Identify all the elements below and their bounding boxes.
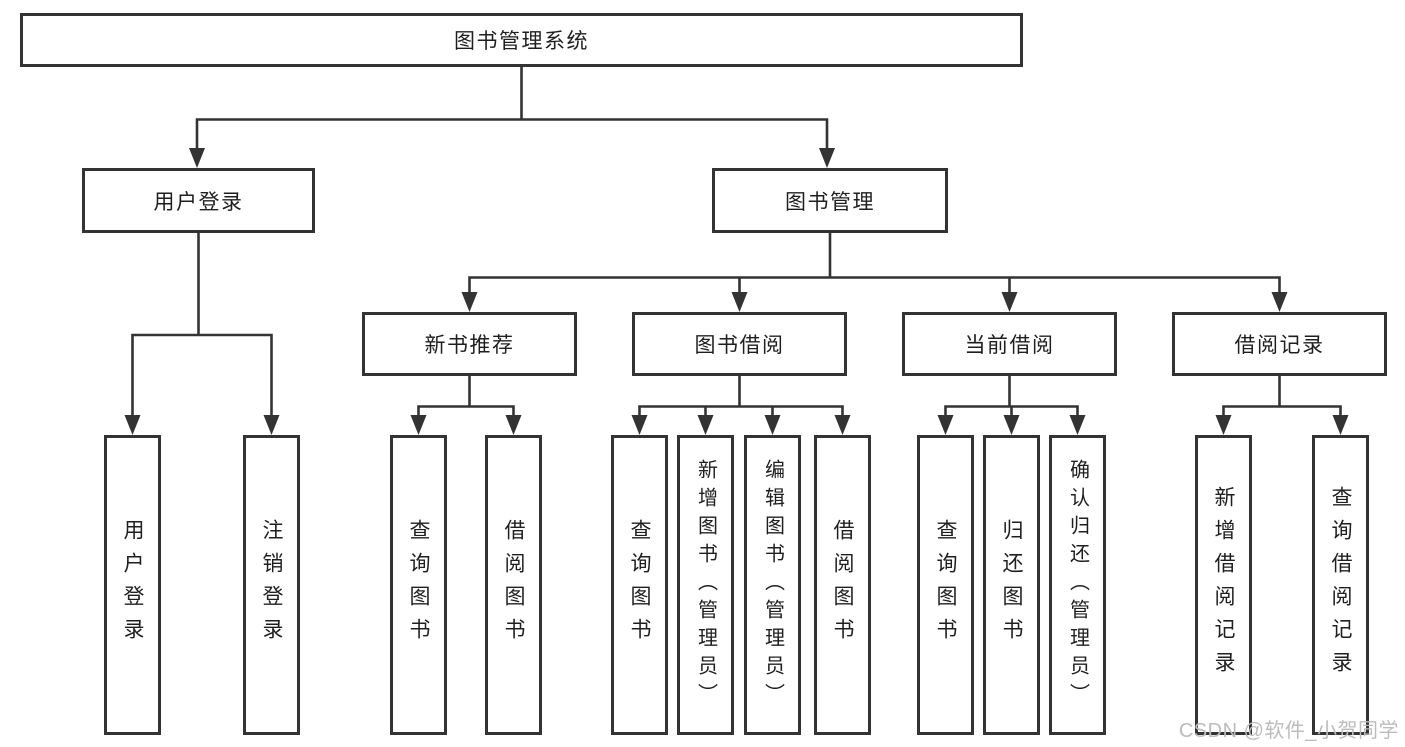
leaf-borrow-add-admin-label: 新增图书（管理员）	[694, 459, 717, 711]
connector-new-books-to-leaves	[410, 376, 522, 435]
leaf-current-query: 查询图书	[917, 435, 974, 735]
leaf-borrow-book-label: 借阅图书	[831, 519, 854, 651]
leaf-current-confirm-admin-label: 确认归还（管理员）	[1066, 459, 1089, 711]
arrowhead-icon	[937, 415, 954, 435]
node-book-mgmt-label: 图书管理	[785, 190, 875, 214]
arrowhead-icon	[461, 292, 478, 312]
connector-bar	[638, 405, 844, 420]
node-book-mgmt: 图书管理	[712, 168, 948, 233]
arrowhead-icon	[731, 292, 748, 312]
arrowhead-icon	[819, 148, 835, 168]
leaf-newbooks-query-label: 查询图书	[407, 519, 430, 651]
leaf-borrow-edit-admin-label: 编辑图书（管理员）	[761, 459, 784, 711]
arrowhead-icon	[505, 415, 522, 435]
arrowhead-icon	[1003, 415, 1020, 435]
csdn-watermark: CSDN @软件_小贺同学	[1178, 720, 1399, 742]
connector-bar	[417, 405, 515, 420]
leaf-newbooks-query: 查询图书	[390, 435, 447, 735]
leaf-current-return-label: 归还图书	[1000, 519, 1023, 651]
node-new-books: 新书推荐	[362, 312, 577, 376]
node-borrow-records-label: 借阅记录	[1234, 334, 1325, 357]
arrowhead-icon	[764, 415, 781, 435]
node-borrow-records: 借阅记录	[1172, 312, 1387, 376]
leaf-records-add: 新增借阅记录	[1195, 435, 1252, 735]
leaf-newbooks-borrow: 借阅图书	[485, 435, 542, 735]
leaf-borrow-book: 借阅图书	[814, 435, 871, 735]
node-new-books-label: 新书推荐	[424, 334, 515, 357]
leaf-records-query-label: 查询借阅记录	[1329, 486, 1352, 684]
leaf-logout: 注销登录	[243, 435, 300, 735]
node-root-label: 图书管理系统	[454, 30, 589, 53]
leaf-borrow-query: 查询图书	[611, 435, 668, 735]
node-book-borrow-label: 图书借阅	[694, 334, 785, 357]
leaf-borrow-edit-admin: 编辑图书（管理员）	[744, 435, 801, 735]
leaf-current-query-label: 查询图书	[934, 519, 957, 651]
node-user-login-label: 用户登录	[153, 190, 244, 214]
arrowhead-icon	[1069, 415, 1086, 435]
node-book-borrow: 图书借阅	[632, 312, 847, 376]
connector-book-borrow-to-leaves	[631, 376, 851, 435]
leaf-newbooks-borrow-label: 借阅图书	[502, 519, 525, 651]
leaf-current-confirm-admin: 确认归还（管理员）	[1049, 435, 1106, 735]
arrowhead-icon	[1332, 415, 1349, 435]
leaf-user-login-label: 用户登录	[121, 519, 144, 651]
connector-bar	[131, 333, 273, 420]
arrowhead-icon	[631, 415, 648, 435]
leaf-borrow-query-label: 查询图书	[628, 519, 651, 651]
arrowhead-icon	[1271, 292, 1288, 312]
connector-borrow-records-to-leaves	[1215, 376, 1349, 435]
connector-current-borrow-to-leaves	[937, 376, 1086, 435]
arrowhead-icon	[410, 415, 427, 435]
leaf-logout-label: 注销登录	[260, 519, 283, 651]
arrowhead-icon	[1001, 292, 1018, 312]
connector-user-login-to-leaves	[124, 233, 280, 435]
connector-bar	[944, 405, 1079, 420]
connector-bar	[195, 118, 829, 153]
connector-bar	[1222, 405, 1342, 420]
arrowhead-icon	[189, 148, 205, 168]
leaf-current-return: 归还图书	[983, 435, 1040, 735]
node-current-borrow: 当前借阅	[902, 312, 1117, 376]
leaf-records-query: 查询借阅记录	[1312, 435, 1369, 735]
connector-root-to-level2	[189, 67, 835, 168]
leaf-user-login: 用户登录	[104, 435, 161, 735]
arrowhead-icon	[834, 415, 851, 435]
node-current-borrow-label: 当前借阅	[964, 334, 1055, 357]
connector-bar	[468, 276, 1281, 297]
arrowhead-icon	[263, 415, 280, 435]
arrowhead-icon	[124, 415, 141, 435]
leaf-records-add-label: 新增借阅记录	[1212, 486, 1235, 684]
leaf-borrow-add-admin: 新增图书（管理员）	[677, 435, 734, 735]
arrowhead-icon	[697, 415, 714, 435]
connector-book-mgmt-to-level3	[461, 233, 1288, 312]
arrowhead-icon	[1215, 415, 1232, 435]
node-root: 图书管理系统	[20, 13, 1023, 67]
node-user-login: 用户登录	[82, 168, 315, 233]
